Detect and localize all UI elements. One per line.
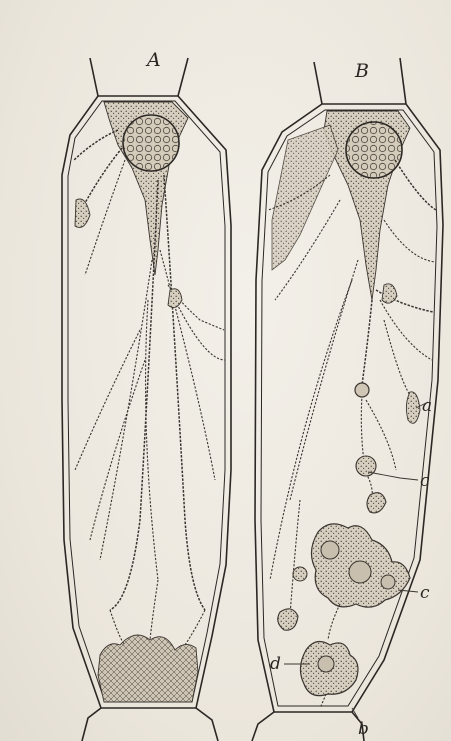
cell-a-strand-center-3 xyxy=(100,260,152,560)
label-c-upper: c xyxy=(420,471,430,491)
cell-b-strand-center-7 xyxy=(384,320,410,395)
cell-b-aggregate-vesicle-2 xyxy=(349,561,371,583)
label-a: a xyxy=(422,396,432,416)
cell-b: B a c c d b xyxy=(252,58,443,741)
cell-b-aggregate-vesicle-4 xyxy=(293,567,307,581)
cell-a-strand-bottom-1 xyxy=(110,610,125,645)
cell-a-nucleus-texture xyxy=(124,116,178,170)
cell-a-left-blob xyxy=(75,199,90,228)
cell-a-strand-left-3 xyxy=(85,160,125,275)
cell-a-strand-left-2 xyxy=(80,148,122,212)
cell-a-strand-left-4 xyxy=(75,330,140,470)
cell-b-aggregate-vesicle-5 xyxy=(318,656,334,672)
cell-a-upper-wall-right xyxy=(178,58,188,96)
cell-b-label: B xyxy=(354,60,369,82)
cell-a-bottom-cytoplasm xyxy=(98,635,198,702)
cell-b-upper-wall-right xyxy=(400,58,406,104)
cell-b-strand-center-1 xyxy=(362,300,372,385)
label-d: d xyxy=(270,654,281,674)
cell-b-bead-left xyxy=(278,609,298,630)
cell-a: A xyxy=(62,49,231,741)
cell-a-lower-wall-right xyxy=(196,708,218,741)
cell-a-upper-wall-left xyxy=(90,58,98,96)
cell-b-bead-3 xyxy=(367,493,386,513)
cell-b-lower-wall-left xyxy=(252,712,274,741)
cell-a-label: A xyxy=(145,49,161,71)
cell-b-left-network xyxy=(272,125,338,270)
cell-b-upper-wall-left xyxy=(314,62,322,104)
cell-b-strand-center-5 xyxy=(290,260,358,500)
cell-a-strand-left-1 xyxy=(74,130,118,160)
cell-b-strand-center-8 xyxy=(290,500,300,615)
cell-b-strand-right-1 xyxy=(395,160,436,210)
cell-a-strand-center-7 xyxy=(175,300,225,360)
cell-b-bead-1 xyxy=(355,383,369,397)
cell-a-mid-blob xyxy=(168,289,182,308)
cell-b-strand-right-2 xyxy=(384,220,436,262)
label-b: b xyxy=(358,719,369,739)
cell-a-strand-bottom-2 xyxy=(185,610,205,645)
leader-line-c-upper xyxy=(368,472,418,480)
cell-a-strand-center-2 xyxy=(164,175,205,610)
label-c-lower: c xyxy=(420,583,430,603)
cell-a-strand-bottom-3 xyxy=(150,580,158,640)
cell-b-strand-center-2 xyxy=(361,395,364,462)
cell-b-aggregate-vesicle-1 xyxy=(321,541,339,559)
cell-b-nucleus-texture xyxy=(347,123,401,177)
cell-b-strand-aggregate-link xyxy=(328,604,340,640)
cell-b-wall-blob-a xyxy=(406,392,420,424)
cell-a-strand-center-4 xyxy=(160,250,215,480)
cell-b-strand-right-4 xyxy=(380,300,432,360)
cell-a-strand-left-5 xyxy=(90,360,145,540)
cell-a-strand-center-5 xyxy=(146,300,158,580)
cell-b-aggregate-vesicle-3 xyxy=(381,575,395,589)
cell-a-lower-wall-left xyxy=(82,708,101,741)
